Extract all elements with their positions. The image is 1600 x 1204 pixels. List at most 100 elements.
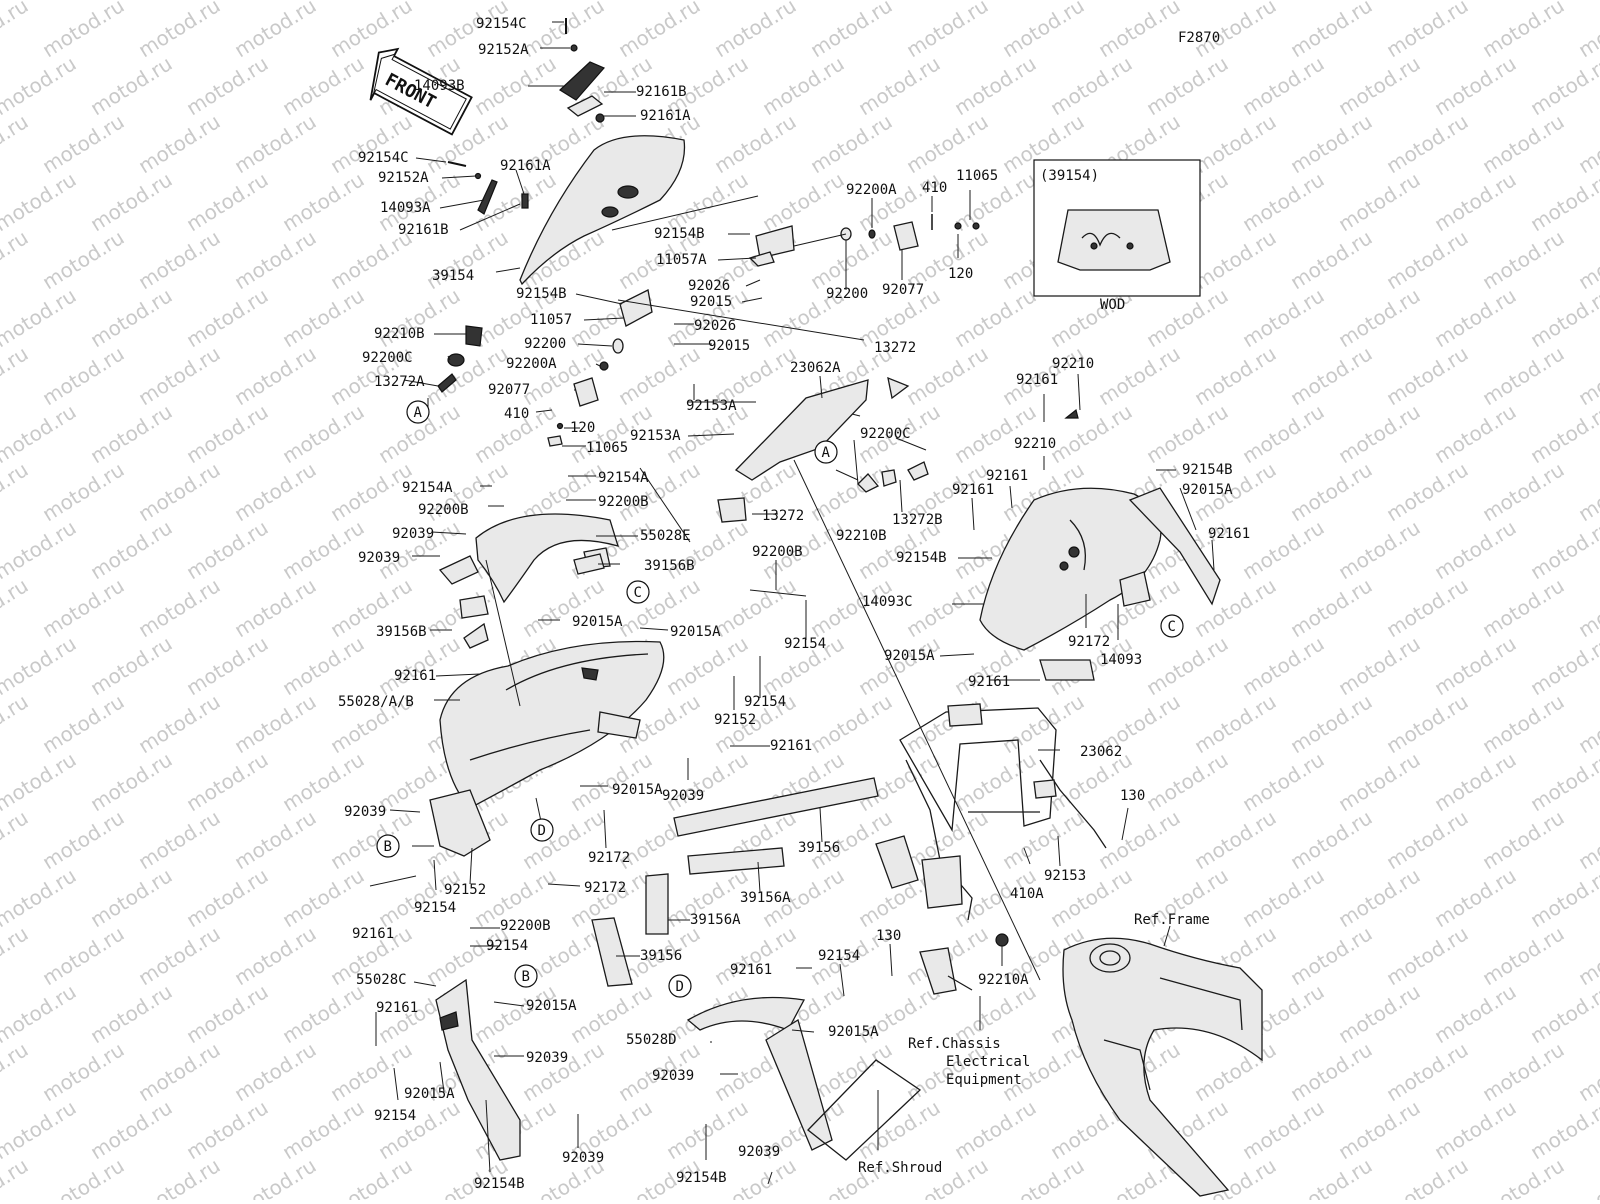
- watermark-text: motod.ru: [614, 0, 705, 62]
- ref-chassis-note-line2: Electrical: [946, 1054, 1030, 1070]
- watermark-text: motod.ru: [1190, 1037, 1281, 1106]
- watermark-text: motod.ru: [182, 979, 273, 1048]
- part-number-label: 14093B: [414, 78, 465, 94]
- part-number-label: 130: [876, 928, 901, 944]
- watermark-text: motod.ru: [854, 1095, 945, 1164]
- watermark-text: motod.ru: [1478, 109, 1569, 178]
- watermark-text: motod.ru: [1238, 283, 1329, 352]
- watermark-text: motod.ru: [182, 515, 273, 584]
- watermark-text: motod.ru: [1526, 167, 1600, 236]
- svg-text:C: C: [634, 585, 642, 601]
- part-number-label: 92154: [744, 694, 786, 710]
- svg-text:B: B: [522, 969, 530, 985]
- watermark-text: motod.ru: [1238, 631, 1329, 700]
- watermark-text: motod.ru: [1478, 0, 1569, 62]
- watermark-text: motod.ru: [1478, 1153, 1569, 1200]
- part-number-label: 92152: [444, 882, 486, 898]
- part-number-label: 92154B: [896, 550, 947, 566]
- watermark-text: motod.ru: [1334, 167, 1425, 236]
- watermark-text: motod.ru: [230, 341, 321, 410]
- front-arrow: FRONT: [369, 47, 473, 136]
- watermark-text: motod.ru: [1478, 457, 1569, 526]
- watermark-text: motod.ru: [1238, 51, 1329, 120]
- part-number-label: 92153A: [630, 428, 681, 444]
- watermark-text: motod.ru: [182, 631, 273, 700]
- part-number-label: 92200: [826, 286, 868, 302]
- watermark-text: motod.ru: [0, 515, 80, 584]
- svg-text:C: C: [1168, 619, 1176, 635]
- watermark-text: motod.ru: [134, 921, 225, 990]
- watermark-text: motod.ru: [1286, 341, 1377, 410]
- part-number-label: 55028/A/B: [338, 694, 414, 710]
- watermark-text: motod.ru: [86, 1095, 177, 1164]
- part-number-label: 92210A: [978, 972, 1029, 988]
- part-number-label: 92210B: [836, 528, 887, 544]
- watermark-text: motod.ru: [1430, 399, 1521, 468]
- watermark-text: motod.ru: [902, 573, 993, 642]
- part-number-label: 92015A: [1182, 482, 1233, 498]
- watermark-text: motod.ru: [134, 805, 225, 874]
- watermark-text: motod.ru: [1046, 399, 1137, 468]
- watermark-text: motod.ru: [38, 921, 129, 990]
- watermark-text: motod.ru: [1526, 631, 1600, 700]
- part-number-label: 92154B: [516, 286, 567, 302]
- part-number-label: 92161: [770, 738, 812, 754]
- part-number-label: 92015A: [572, 614, 623, 630]
- watermark-text: motod.ru: [998, 805, 1089, 874]
- svg-text:A: A: [822, 445, 831, 461]
- watermark-text: motod.ru: [1238, 167, 1329, 236]
- watermark-text: motod.ru: [1478, 689, 1569, 758]
- watermark-text: motod.ru: [1142, 399, 1233, 468]
- part-drawings: [429, 18, 1263, 1197]
- watermark-text: motod.ru: [1286, 805, 1377, 874]
- part-number-label: 92153: [1044, 868, 1086, 884]
- ref-chassis-note-line3: Equipment: [946, 1072, 1022, 1088]
- inset-code: (39154): [1040, 168, 1099, 184]
- watermark-text: motod.ru: [950, 51, 1041, 120]
- watermark-text: motod.ru: [1526, 979, 1600, 1048]
- watermark-text: motod.ru: [38, 225, 129, 294]
- watermark-text: motod.ru: [1382, 1153, 1473, 1200]
- part-number-label: 92154: [784, 636, 826, 652]
- watermark-text: motod.ru: [86, 979, 177, 1048]
- watermark-text: motod.ru: [38, 0, 129, 62]
- figure-code: F2870: [1178, 30, 1220, 46]
- watermark-text: motod.ru: [1430, 283, 1521, 352]
- watermark-text: motod.ru: [1478, 341, 1569, 410]
- part-number-label: 92172: [588, 850, 630, 866]
- part-number-label: 92153A: [686, 398, 737, 414]
- circle-reference: D: [668, 974, 692, 998]
- watermark-text: motod.ru: [1190, 225, 1281, 294]
- watermark-text: motod.ru: [902, 0, 993, 62]
- watermark-text: motod.ru: [1334, 283, 1425, 352]
- watermark-text: motod.ru: [1334, 979, 1425, 1048]
- part-number-label: 39156B: [644, 558, 695, 574]
- watermark-text: motod.ru: [998, 1153, 1089, 1200]
- watermark-text: motod.ru: [0, 341, 32, 410]
- watermark-text: motod.ru: [0, 573, 32, 642]
- watermark-text: motod.ru: [230, 689, 321, 758]
- watermark-text: motod.ru: [326, 1153, 417, 1200]
- watermark-text: motod.ru: [134, 457, 225, 526]
- reference-notes: Ref.Frame Ref.Chassis Electrical Equipme…: [858, 912, 1210, 1176]
- part-number-label: 92161: [1208, 526, 1250, 542]
- watermark-text: motod.ru: [1526, 0, 1600, 4]
- part-number-label: 92154A: [598, 470, 649, 486]
- watermark-text: motod.ru: [86, 863, 177, 932]
- wod-inset: (39154) WOD: [1033, 159, 1201, 313]
- watermark-text: motod.ru: [1286, 1153, 1377, 1200]
- watermark-text: motod.ru: [1286, 689, 1377, 758]
- watermark-text: motod.ru: [950, 399, 1041, 468]
- part-number-label: 410A: [1010, 886, 1044, 902]
- watermark-text: motod.ru: [1190, 109, 1281, 178]
- watermark-text: motod.ru: [1238, 399, 1329, 468]
- watermark-text: motod.ru: [1574, 225, 1600, 294]
- watermark-text: motod.ru: [422, 341, 513, 410]
- watermark-text: motod.ru: [710, 573, 801, 642]
- watermark-text: motod.ru: [1478, 805, 1569, 874]
- watermark-text: motod.ru: [38, 805, 129, 874]
- part-number-label: 92026: [688, 278, 730, 294]
- watermark-text: motod.ru: [1334, 747, 1425, 816]
